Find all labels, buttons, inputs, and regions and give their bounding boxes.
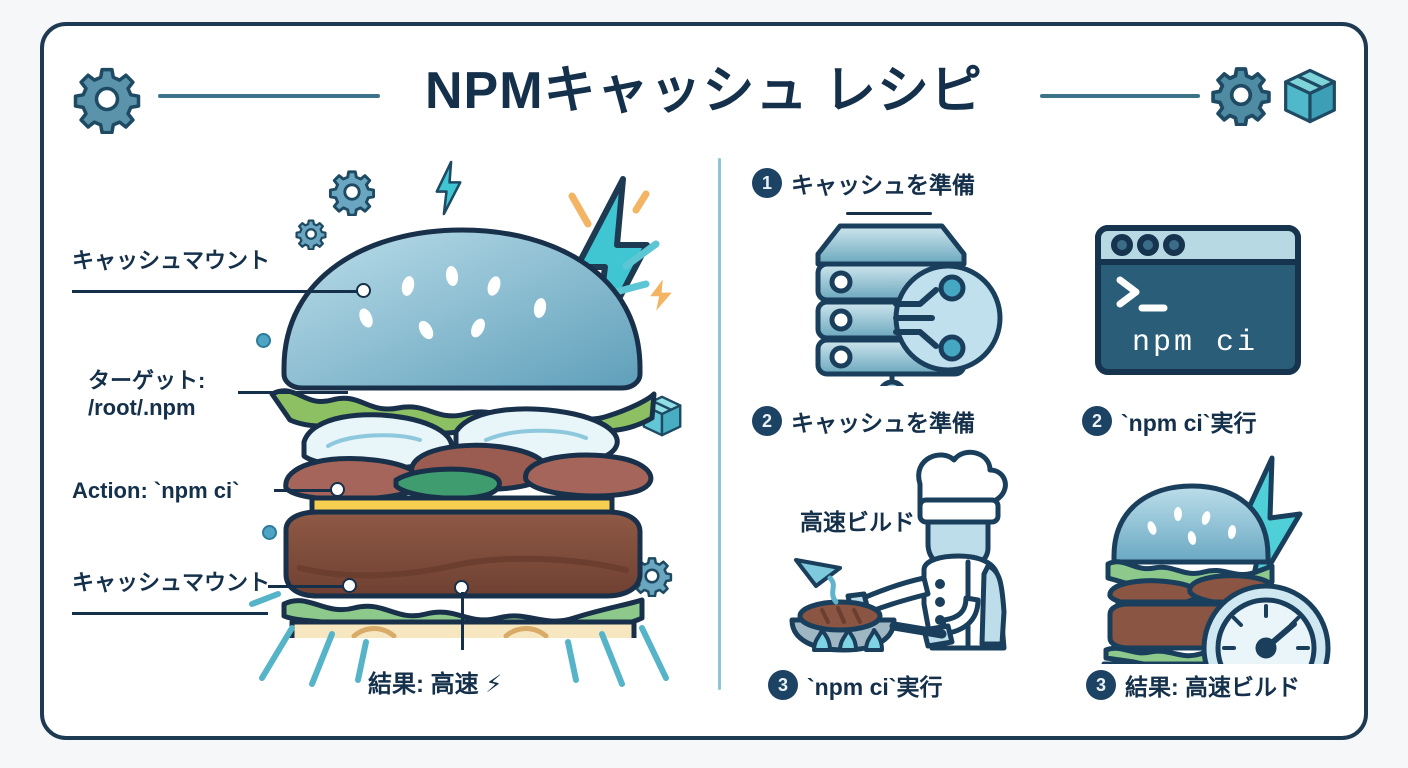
header: NPMキャッシュ レシピ — [40, 22, 1368, 134]
terminal-window-icon: npm ci — [1095, 225, 1301, 375]
step-label-text: `npm ci`実行 — [1121, 410, 1257, 436]
step-badge: 3 — [1086, 670, 1116, 700]
gear-icon — [1211, 67, 1271, 126]
header-rule-left — [158, 94, 380, 98]
leader-endpoint — [356, 283, 371, 298]
exploded-burger-illustration — [269, 227, 657, 638]
gear-icon — [295, 219, 327, 250]
chef-caption: 高速ビルド — [800, 509, 915, 535]
step-label-text: キャッシュを準備 — [791, 410, 975, 436]
step-2-right-header: 2 `npm ci`実行 — [1082, 404, 1256, 438]
step-3-right-header: 3 結果: 高速ビルド — [1086, 668, 1300, 702]
chef-cooking-icon — [789, 449, 1008, 653]
label-action: Action: `npm ci` — [72, 478, 240, 503]
page-title: NPMキャッシュ レシピ — [424, 62, 983, 120]
lightning-bolt-icon — [435, 160, 462, 216]
burger-speed-icon — [1101, 455, 1331, 664]
step-badge: 2 — [752, 406, 782, 436]
label-cache-mount-bottom: キャッシュマウント — [72, 570, 271, 595]
dash-decoration — [249, 591, 281, 607]
gear-icon — [631, 557, 673, 597]
label-cache-mount-top: キャッシュマウント — [72, 248, 271, 273]
label-underline — [72, 290, 268, 293]
server-cache-icon — [815, 223, 1003, 386]
label-underline — [72, 612, 268, 615]
speed-rays-decoration — [259, 625, 669, 687]
step-badge: 3 — [768, 670, 798, 700]
result-label: 結果: 高速 ⚡ — [368, 671, 503, 698]
leader-line-vertical — [461, 592, 464, 650]
leader-line — [268, 585, 346, 588]
step-badge: 2 — [1082, 406, 1112, 436]
accent-dot — [256, 333, 271, 348]
header-rule-right — [1040, 94, 1200, 98]
step-2-header: 2 キャッシュを準備 — [752, 404, 975, 438]
leader-endpoint — [342, 578, 357, 593]
step-label-text: `npm ci`実行 — [807, 674, 943, 700]
leader-line — [268, 290, 360, 293]
step-label-text: 結果: 高速ビルド — [1125, 674, 1301, 700]
step-badge: 1 — [752, 168, 782, 198]
leader-line — [238, 391, 348, 394]
step-label-text: キャッシュを準備 — [791, 172, 975, 198]
accent-dot — [262, 525, 277, 540]
label-target-path: ターゲット: /root/.npm — [88, 368, 206, 420]
gear-icon — [73, 67, 141, 134]
leader-endpoint — [330, 482, 345, 497]
leader-line — [274, 489, 336, 492]
spark-icon — [650, 279, 672, 311]
spark-icon — [568, 190, 660, 296]
terminal-command: npm ci — [1132, 326, 1258, 360]
step-3-header: 3 `npm ci`実行 — [768, 668, 942, 702]
gear-icon — [328, 170, 376, 216]
panel-divider — [718, 158, 721, 690]
step-underline — [846, 212, 932, 215]
package-box-icon — [1284, 68, 1336, 124]
step-1-header: 1 キャッシュを準備 — [752, 166, 975, 200]
